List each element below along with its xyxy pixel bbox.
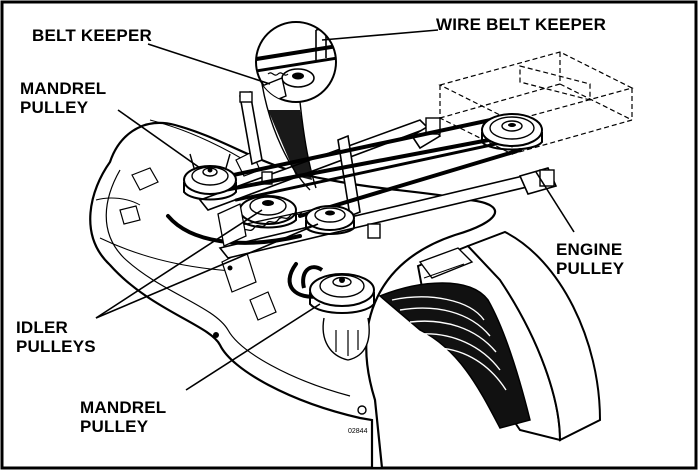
leader-engine-pulley [535, 171, 575, 233]
label-engine-pulley: ENGINE PULLEY [556, 240, 624, 278]
leader-belt-keeper [147, 43, 271, 85]
leader-mandrel-pulley-bottom [185, 303, 321, 391]
engine-pulley [481, 113, 543, 151]
mandrel-pulley-top [183, 153, 237, 201]
mandrel-pulley-bottom [301, 265, 375, 361]
label-mandrel-pulley-bottom-line2: PULLEY [80, 417, 149, 436]
leader-idler-pulley-left [95, 209, 263, 319]
label-idler-pulleys-line1: IDLER [16, 318, 68, 337]
belt-keeper-detail-magnifier [255, 21, 337, 191]
label-mandrel-pulley-bottom-line1: MANDREL [80, 398, 167, 417]
label-mandrel-pulley-top: MANDREL PULLEY [20, 79, 106, 117]
leader-mandrel-pulley-top [117, 109, 201, 169]
discharge-chute [378, 230, 602, 442]
label-idler-pulleys-line2: PULLEYS [16, 337, 96, 356]
label-engine-pulley-line2: PULLEY [556, 259, 625, 278]
label-mandrel-pulley-top-line2: PULLEY [20, 98, 89, 117]
idler-arm-spring [217, 203, 321, 247]
label-mandrel-pulley-top-line1: MANDREL [20, 79, 107, 98]
label-wire-belt-keeper: WIRE BELT KEEPER [436, 15, 607, 34]
label-mandrel-pulley-bottom: MANDREL PULLEY [80, 398, 166, 436]
figure-code: 02844 [348, 428, 368, 435]
label-idler-pulleys: IDLER PULLEYS [16, 318, 96, 356]
label-belt-keeper: BELT KEEPER [32, 26, 152, 45]
deck-frame-bars [198, 90, 558, 259]
label-engine-pulley-line1: ENGINE [556, 240, 623, 259]
leader-wire-belt-keeper [321, 29, 439, 41]
leader-lines [95, 29, 575, 391]
leader-idler-pulley-right [95, 223, 319, 319]
